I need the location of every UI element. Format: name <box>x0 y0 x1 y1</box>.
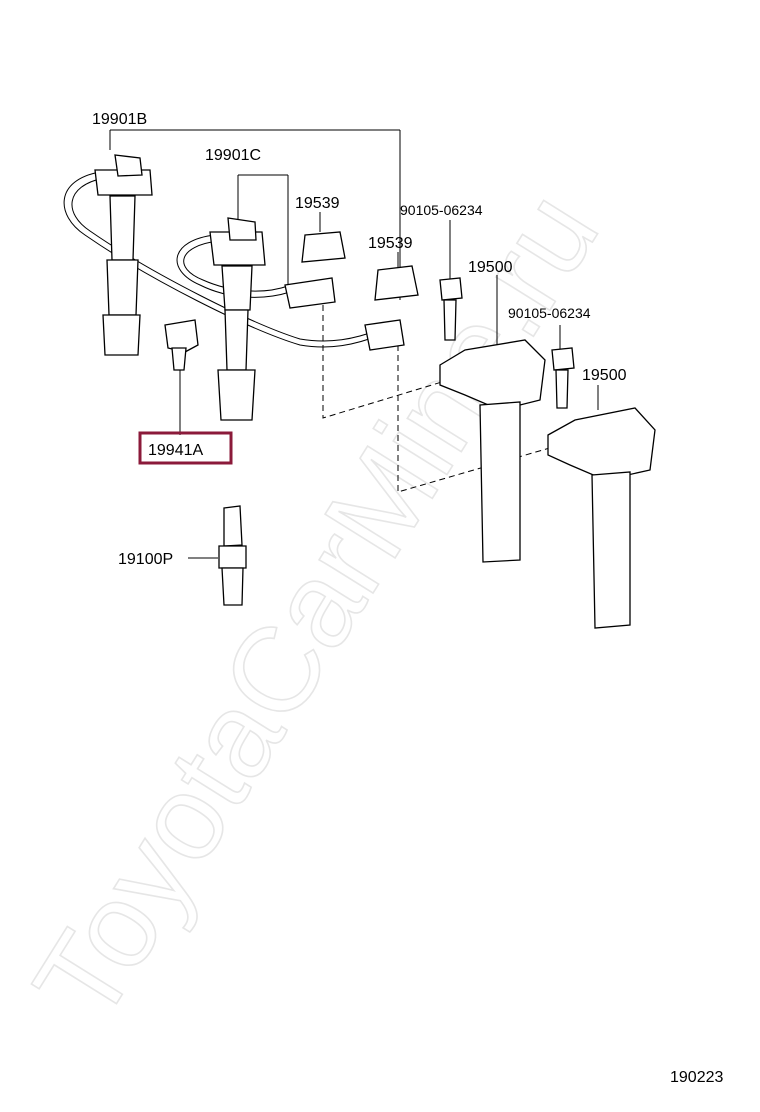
spark-plug <box>218 505 247 606</box>
ignition-coil-1 <box>439 339 546 563</box>
label-19539-b: 19539 <box>368 235 413 252</box>
bolt-2 <box>551 347 575 409</box>
label-19500-b: 19500 <box>582 367 627 384</box>
ignition-coil-2 <box>547 407 656 629</box>
label-19901c: 19901C <box>205 147 261 164</box>
bolt-1 <box>439 277 463 341</box>
label-19539-a: 19539 <box>295 195 340 212</box>
label-19100p: 19100P <box>118 551 173 568</box>
diagram-number: 190223 <box>670 1069 723 1086</box>
label-19500-a: 19500 <box>468 259 513 276</box>
cord-19901b <box>63 154 405 356</box>
dashed-connectors <box>322 305 561 493</box>
cap-19539-1 <box>301 231 346 263</box>
label-bolt-a: 90105-06234 <box>400 202 483 218</box>
cap-19539-2 <box>374 265 419 301</box>
clamp-19941a <box>164 319 199 371</box>
leader-lines <box>109 129 599 559</box>
label-bolt-b: 90105-06234 <box>508 305 591 321</box>
label-19941a[interactable]: 19941A <box>148 442 203 459</box>
highlight-box <box>138 431 233 465</box>
label-19901b: 19901B <box>92 111 147 128</box>
cord-19901c <box>176 217 336 421</box>
